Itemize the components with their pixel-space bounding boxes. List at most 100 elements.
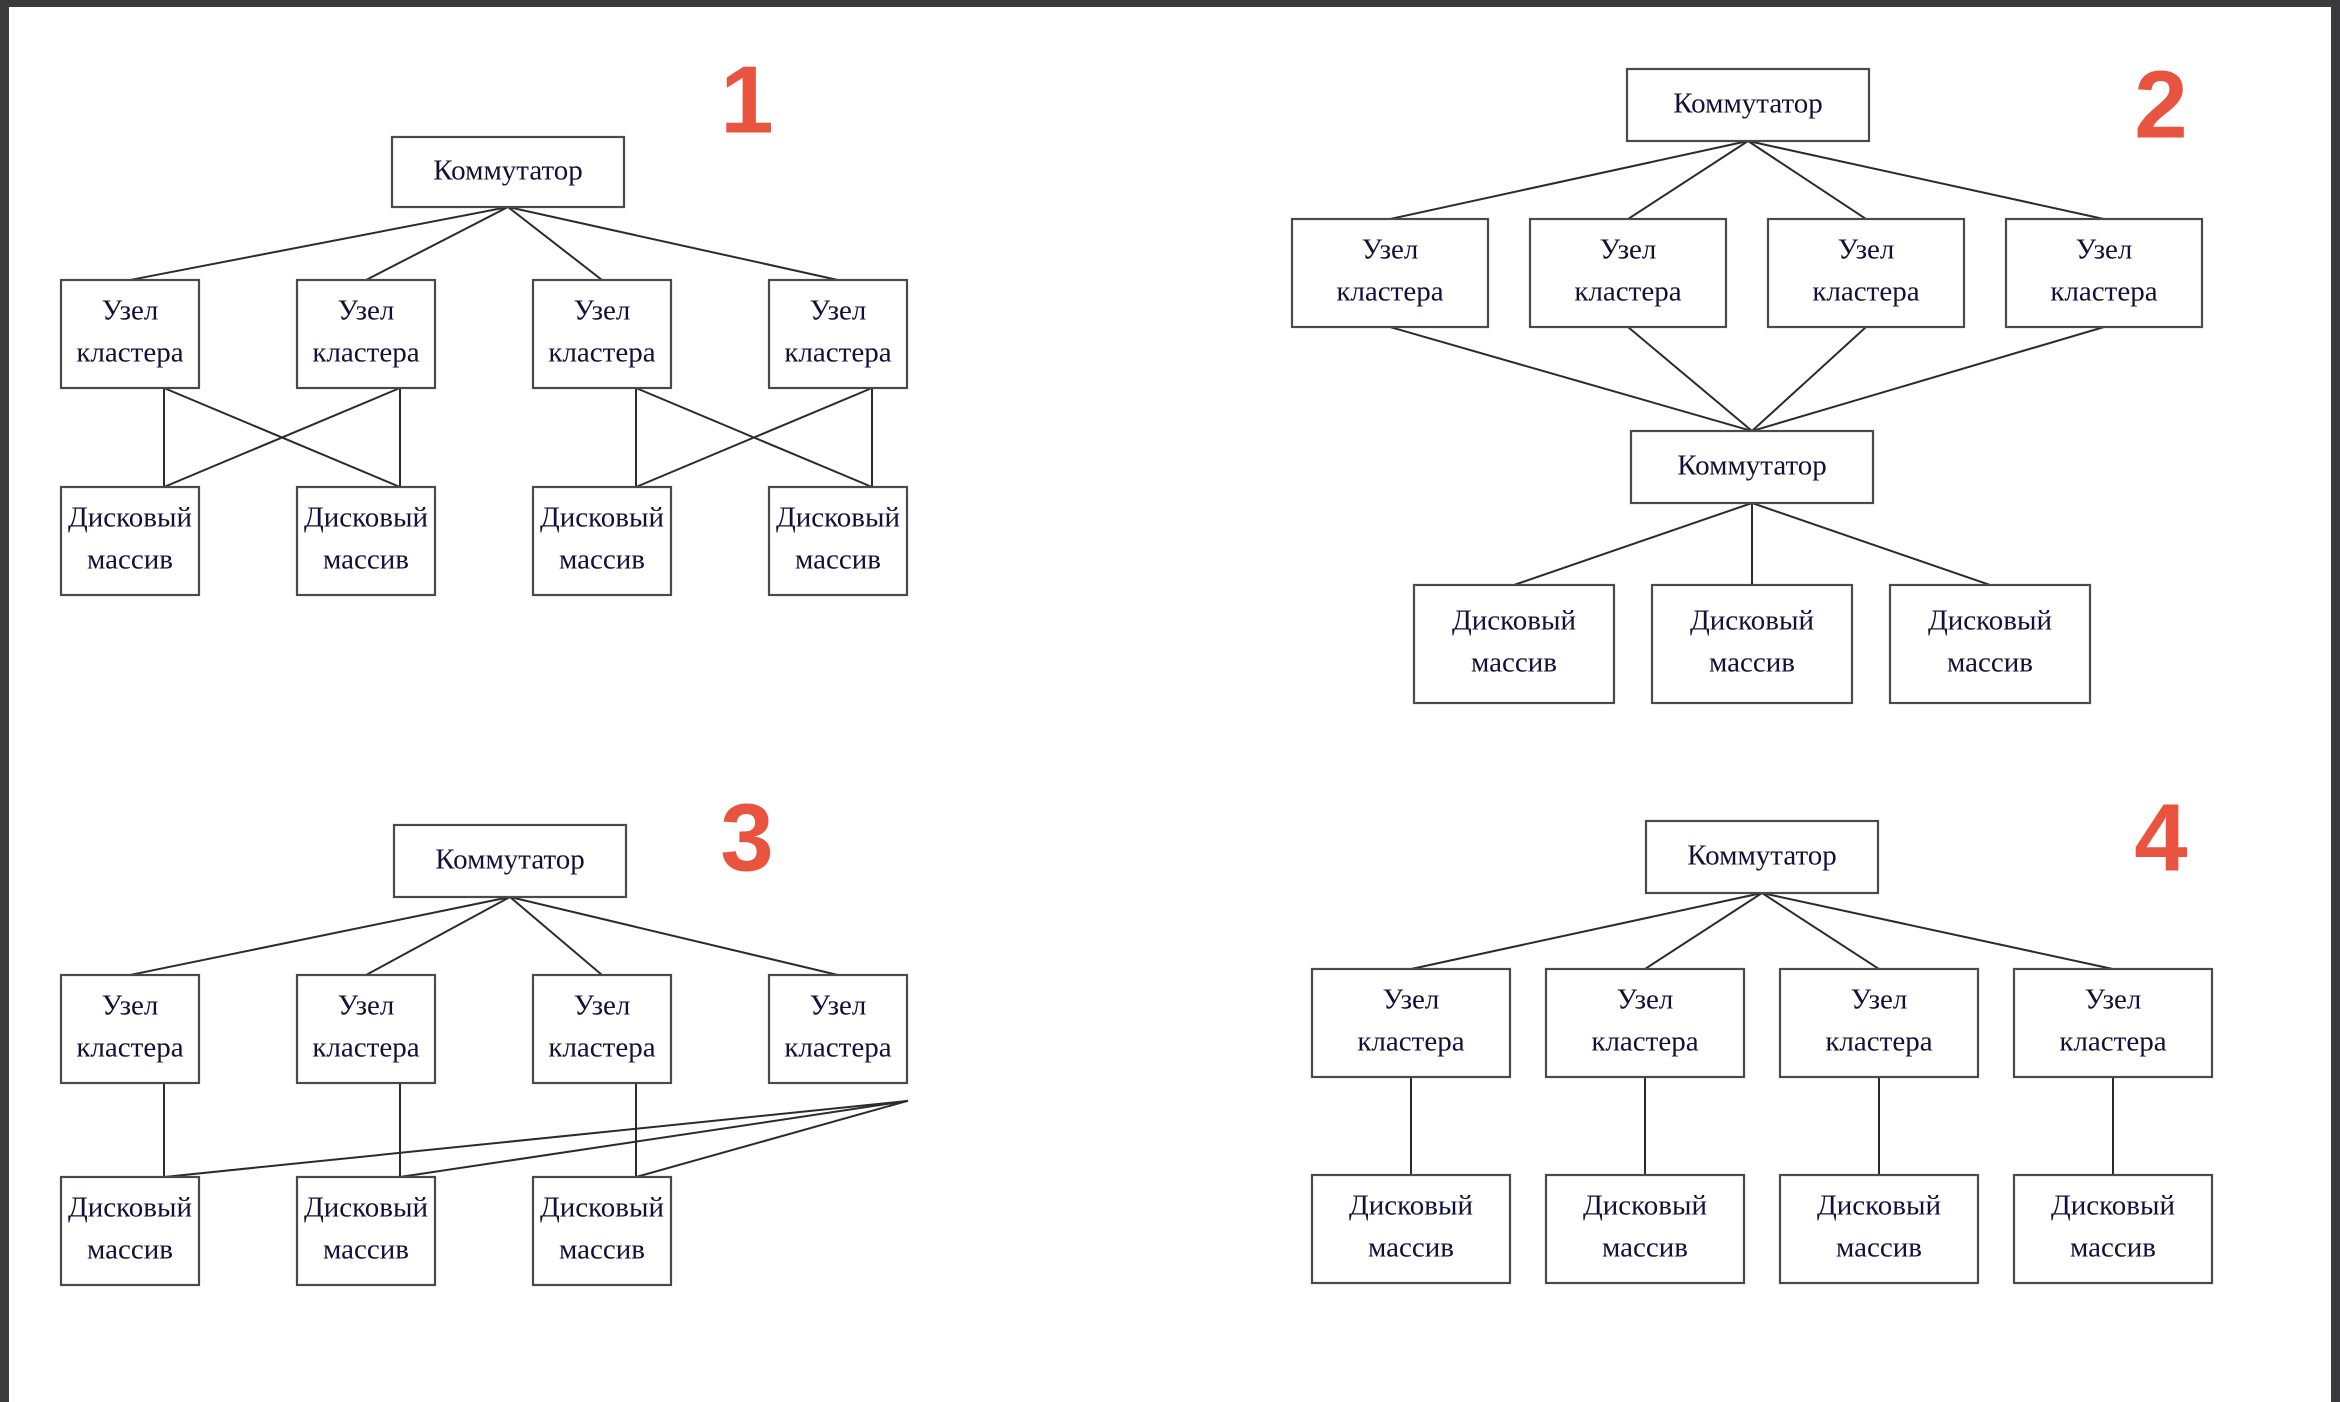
disk-array-4-label-1: Дисковый — [2051, 1190, 2175, 1222]
cluster-node-1-label-1: Узел — [102, 295, 159, 327]
panel-1-edges — [128, 205, 874, 489]
panel-2-number: 2 — [2134, 51, 2187, 158]
cluster-node-4[interactable]: Узел кластера — [767, 973, 909, 1085]
disk-array-1-label-1: Дисковый — [1452, 605, 1576, 637]
connector-line — [1750, 501, 1992, 587]
cluster-node-1-label-2: кластера — [1336, 276, 1443, 308]
disk-array-1-label-1: Дисковый — [68, 1192, 192, 1224]
disk-array-3-label-1: Дисковый — [540, 502, 664, 534]
disk-array-3-label-1: Дисковый — [1928, 605, 2052, 637]
cluster-node-1[interactable]: Узел кластера — [1310, 967, 1512, 1079]
cluster-node-1[interactable]: Узел кластера — [59, 973, 201, 1085]
cluster-node-1[interactable]: Узел кластера — [59, 278, 201, 390]
disk-array-2[interactable]: Дисковый массив — [295, 1175, 437, 1287]
cluster-node-1[interactable]: Узел кластера — [1290, 217, 1490, 329]
disk-array-2-label-2: массив — [1602, 1232, 1688, 1264]
connector-line — [1626, 139, 1750, 221]
disk-array-3-label-1: Дисковый — [540, 1192, 664, 1224]
cluster-node-1-label-2: кластера — [76, 337, 183, 369]
disk-array-3-label-2: массив — [559, 1234, 645, 1266]
connector-line — [634, 1099, 909, 1179]
cluster-node-2-label-2: кластера — [312, 337, 419, 369]
switch-top[interactable]: Коммутатор — [392, 823, 628, 899]
disk-array-1-label-1: Дисковый — [1349, 1190, 1473, 1222]
disk-array-2-label-2: массив — [323, 1234, 409, 1266]
cluster-node-1-label-1: Узел — [1383, 984, 1440, 1016]
cluster-node-4-label-2: кластера — [784, 1032, 891, 1064]
switch-top[interactable]: Коммутатор — [1644, 819, 1880, 895]
cluster-node-1-label-1: Узел — [102, 990, 159, 1022]
disk-array-1[interactable]: Дисковый массив — [1310, 1173, 1512, 1285]
switch-top-label: Коммутатор — [1673, 88, 1823, 120]
connector-line — [128, 895, 512, 977]
switch-bottom-label: Коммутатор — [1677, 450, 1827, 482]
connector-line — [162, 386, 402, 489]
disk-array-3-label-2: массив — [1836, 1232, 1922, 1264]
disk-array-1[interactable]: Дисковый массив — [1412, 583, 1616, 705]
cluster-node-1-label-2: кластера — [1357, 1026, 1464, 1058]
connector-line — [1746, 139, 1868, 221]
cluster-node-2-label-1: Узел — [338, 990, 395, 1022]
switch-bottom[interactable]: Коммутатор — [1629, 429, 1875, 505]
connector-line — [128, 205, 510, 282]
switch-top[interactable]: Коммутатор — [1625, 67, 1871, 143]
connector-line — [364, 205, 510, 282]
disk-array-3[interactable]: Дисковый массив — [531, 485, 673, 597]
cluster-node-3-label-1: Узел — [574, 295, 631, 327]
connector-line — [506, 205, 604, 282]
cluster-node-4-label-1: Узел — [810, 990, 867, 1022]
disk-array-1-label-2: массив — [1471, 647, 1557, 679]
disk-array-3[interactable]: Дисковый массив — [531, 1175, 673, 1287]
disk-array-1-label-2: массив — [1368, 1232, 1454, 1264]
cluster-node-2[interactable]: Узел кластера — [295, 973, 437, 1085]
connector-line — [1409, 891, 1764, 971]
panel-3-edges — [128, 895, 909, 1179]
cluster-node-3-label-2: кластера — [548, 1032, 655, 1064]
disk-array-2-label-1: Дисковый — [304, 1192, 428, 1224]
panel-1-number: 1 — [720, 46, 773, 153]
connector-line — [398, 1099, 909, 1179]
cluster-node-2-label-1: Узел — [1617, 984, 1674, 1016]
connector-line — [1760, 891, 1881, 971]
cluster-node-3-label-1: Узел — [574, 990, 631, 1022]
cluster-node-3-label-1: Узел — [1838, 234, 1895, 266]
cluster-node-2-label-2: кластера — [312, 1032, 419, 1064]
cluster-node-2-label-1: Узел — [1600, 234, 1657, 266]
connector-line — [508, 895, 840, 977]
disk-array-4-label-2: массив — [795, 544, 881, 576]
switch-top-label: Коммутатор — [1687, 840, 1837, 872]
panel-4-edges — [1409, 891, 2115, 1176]
connector-line — [1750, 325, 2106, 433]
cluster-node-2-label-2: кластера — [1574, 276, 1681, 308]
cluster-node-1-label-1: Узел — [1362, 234, 1419, 266]
cluster-node-4-label-1: Узел — [2085, 984, 2142, 1016]
switch-top[interactable]: Коммутатор — [390, 135, 626, 209]
disk-array-2-label-1: Дисковый — [304, 502, 428, 534]
cluster-node-1-label-2: кластера — [76, 1032, 183, 1064]
disk-array-3-label-2: массив — [559, 544, 645, 576]
cluster-node-2[interactable]: Узел кластера — [1528, 217, 1728, 329]
panel-1: КоммутаторУзелкластераУзелкластераУзелкл… — [59, 46, 909, 597]
cluster-node-3[interactable]: Узел кластера — [531, 973, 673, 1085]
connector-line — [506, 205, 840, 282]
connector-line — [1746, 139, 2106, 221]
disk-array-2-label-1: Дисковый — [1690, 605, 1814, 637]
